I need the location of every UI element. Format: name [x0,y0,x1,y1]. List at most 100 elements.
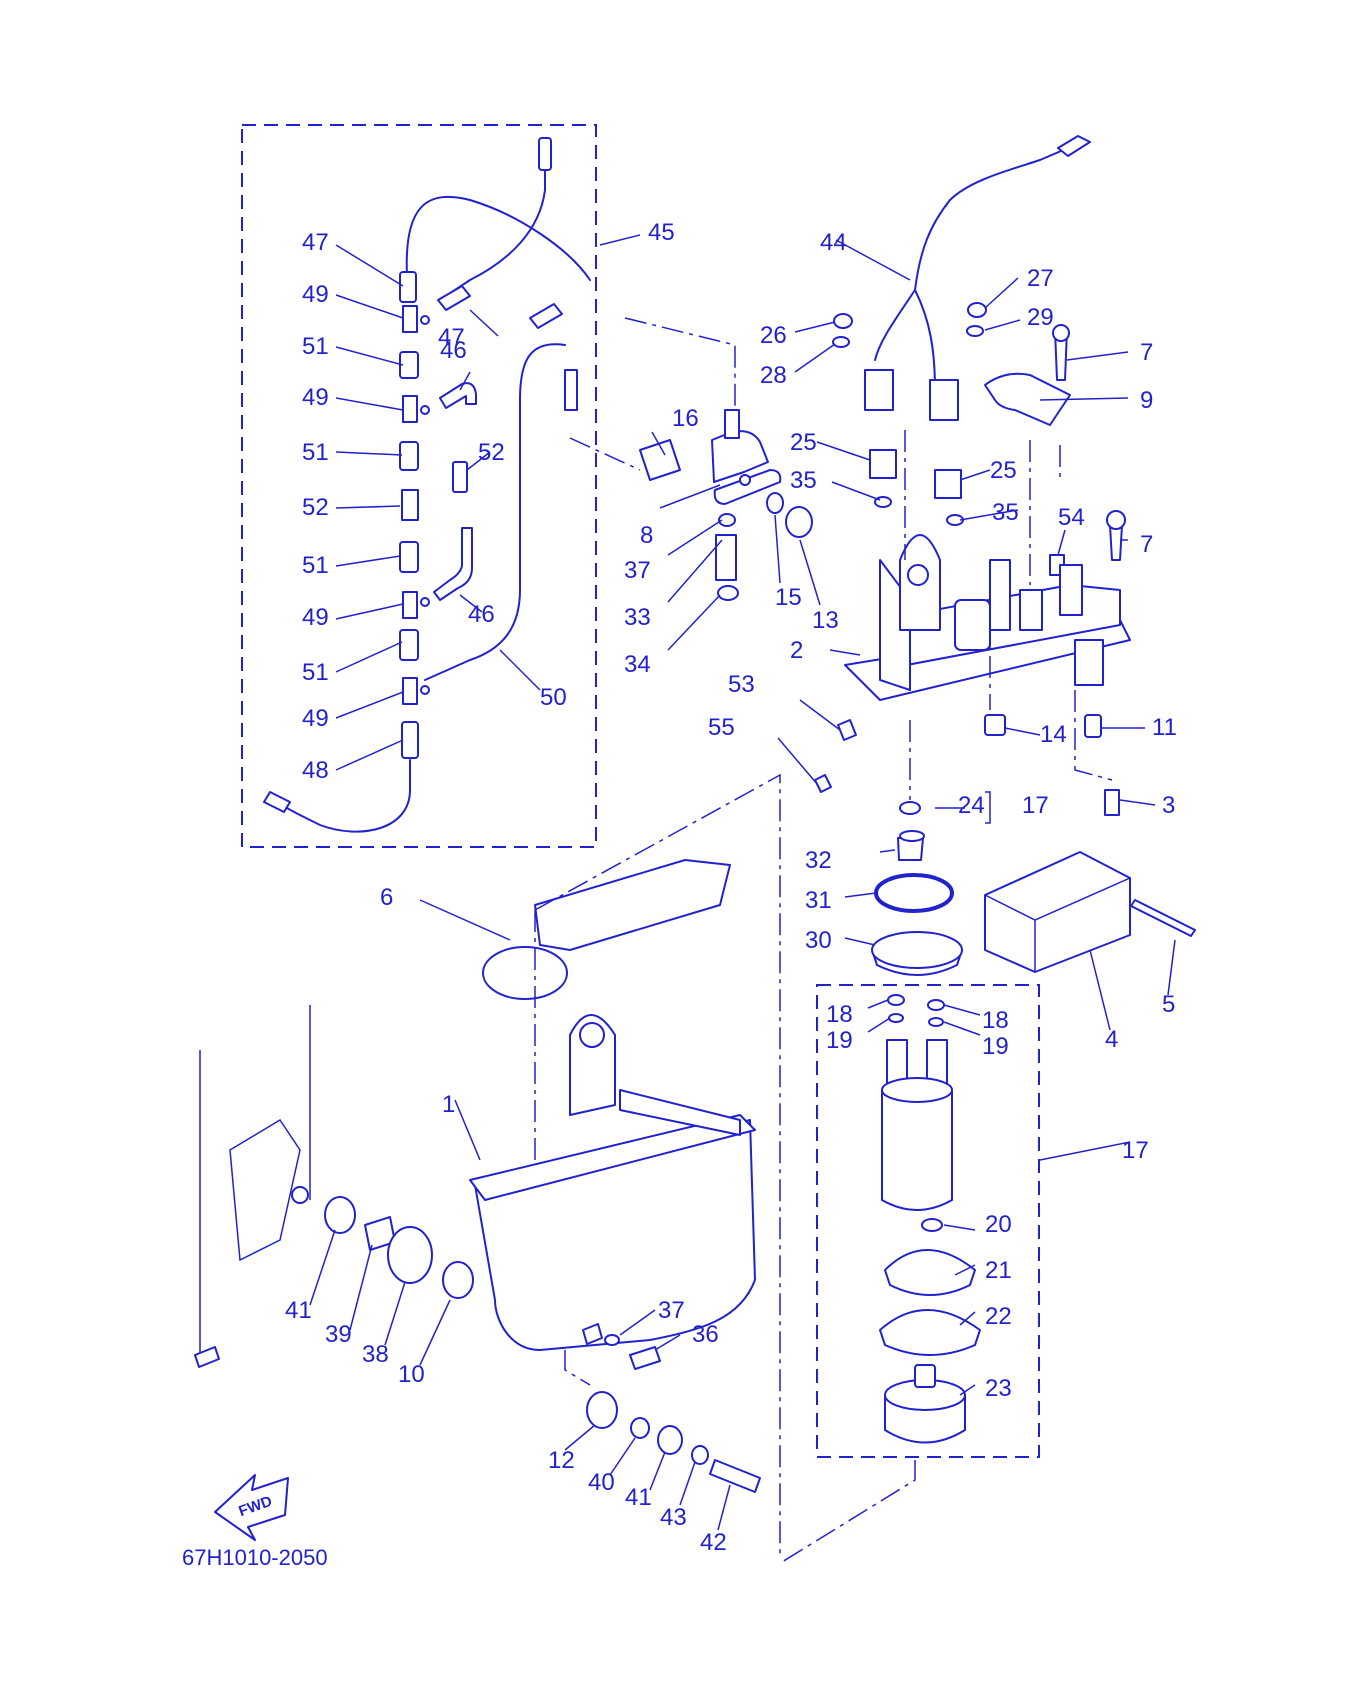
nut-26 [833,313,853,329]
connector-25b [934,469,962,499]
callout-22: 22 [985,1303,1012,1330]
callout-36: 36 [692,1321,719,1348]
oring-34 [717,585,739,601]
leaders-left [335,234,641,771]
callout-2: 2 [790,637,803,664]
sensor-left [864,369,894,411]
fitting-33 [715,534,737,581]
callout-31: 31 [805,887,832,914]
callout-7: 7 [1140,531,1153,558]
oring-31 [874,873,954,913]
clip-53 [837,719,857,741]
regulator-group [569,317,813,601]
callout-47: 47 [302,229,329,256]
callout-51: 51 [302,552,329,579]
callout-26: 26 [760,322,787,349]
callout-39: 39 [325,1321,352,1348]
callout-38: 38 [362,1341,389,1368]
callout-19: 19 [826,1027,853,1054]
sensor-3 [1104,789,1120,816]
callout-28: 28 [760,362,787,389]
callout-20: 20 [985,1211,1012,1238]
callout-1: 1 [442,1091,455,1118]
oring-15 [766,492,784,514]
callout-3: 3 [1162,792,1175,819]
callout-13: 13 [812,607,839,634]
callout-18: 18 [982,1007,1009,1034]
leaders-right-top [651,239,1156,806]
plug-12 [586,1391,618,1429]
callout-17: 17 [1122,1137,1149,1164]
washer-41a [324,1196,356,1234]
callout-7: 7 [1140,339,1153,366]
callout-49: 49 [302,705,329,732]
callout-49: 49 [302,384,329,411]
callout-14: 14 [1040,721,1067,748]
bolt-11 [1084,714,1102,738]
callout-49: 49 [302,604,329,631]
callout-5: 5 [1162,991,1175,1018]
callout-51: 51 [302,659,329,686]
holder-21 [884,1249,976,1296]
callout-44: 44 [820,229,847,256]
hose-50 [424,343,566,681]
callout-labels: 47 49 51 49 51 52 51 49 51 49 48 47 46 5… [285,219,1177,1556]
hose-kit-frame [241,124,597,848]
washer-40 [630,1417,650,1439]
plug-14 [984,714,1006,736]
screw-55 [814,774,832,793]
callout-48: 48 [302,757,329,784]
callout-16: 16 [672,405,699,432]
hose-top-right [439,139,546,301]
hose-46-lower [433,527,473,601]
callout-54: 54 [1058,504,1085,531]
callout-35: 35 [790,467,817,494]
callout-19: 19 [982,1033,1009,1060]
hose-48 [274,759,411,833]
callout-32: 32 [805,847,832,874]
clamp-9 [984,372,1071,426]
callout-47: 47 [438,324,465,351]
fwd-arrow: FWD [214,1474,289,1541]
callout-45: 45 [648,219,675,246]
callout-52: 52 [478,439,505,466]
ecu-box [984,851,1131,973]
callout-46: 46 [440,337,467,364]
fuel-pump-body [881,1089,953,1211]
callout-27: 27 [1027,265,1054,292]
callout-21: 21 [985,1257,1012,1284]
callout-6: 6 [380,884,393,911]
bolt-42 [709,1459,761,1493]
hose-top-arc [405,196,591,291]
callout-37: 37 [658,1297,685,1324]
callout-8: 8 [640,522,653,549]
callout-35: 35 [992,499,1019,526]
fitting-chain [399,305,430,759]
callout-15: 15 [775,584,802,611]
washer-37b [604,1334,620,1346]
callout-53: 53 [728,671,755,698]
oring-37 [718,513,736,527]
seal-20 [921,1218,943,1232]
bracket-8 [713,469,782,505]
fitting-52 [452,461,468,493]
gasket-6 [534,859,731,951]
callout-12: 12 [548,1447,575,1474]
pin-5 [1130,899,1196,937]
callout-43: 43 [660,1504,687,1531]
washer-28 [832,336,850,348]
callout-24: 24 [958,792,985,819]
callout-29: 29 [1027,304,1054,331]
callout-42: 42 [700,1529,727,1556]
callout-18: 18 [826,1001,853,1028]
callout-4: 4 [1105,1026,1118,1053]
callout-23: 23 [985,1375,1012,1402]
ecu-group [984,851,1196,1031]
pump-kit-frame [816,984,1040,1458]
washer-29 [966,325,984,337]
callout-30: 30 [805,927,832,954]
callout-46: 46 [468,601,495,628]
callout-25: 25 [790,429,817,456]
pump-parts-group [844,791,991,976]
